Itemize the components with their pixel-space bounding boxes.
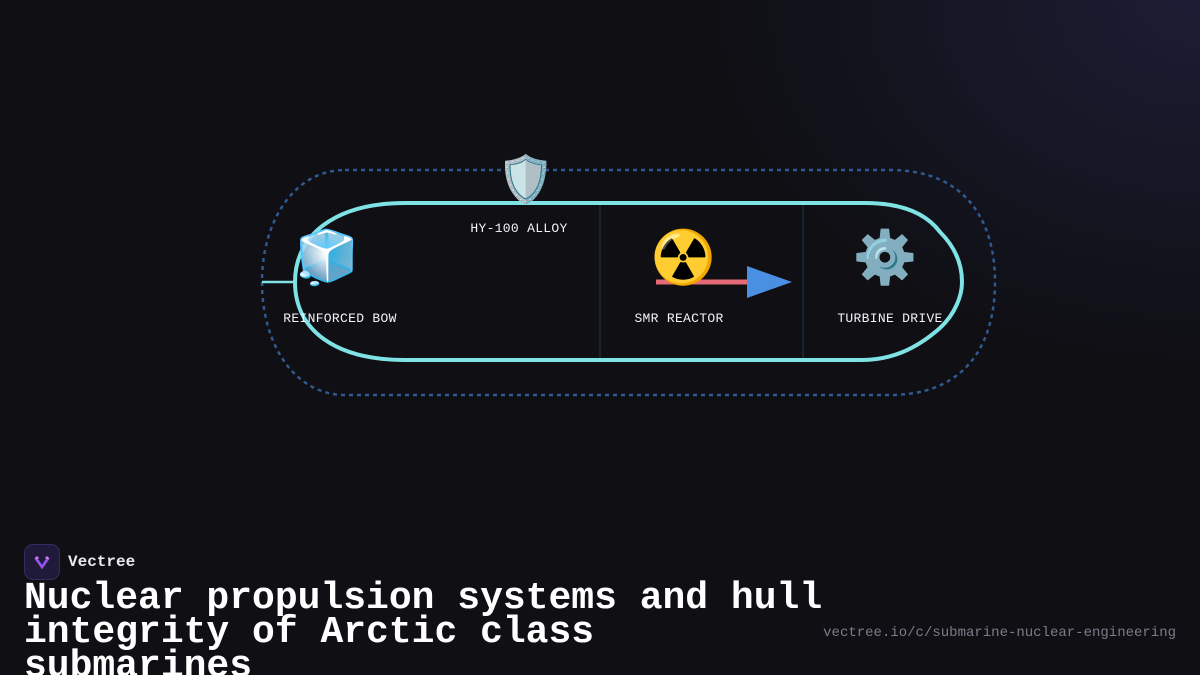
node-label-turbine-drive: TURBINE DRIVE <box>837 311 943 326</box>
vectree-logo-icon <box>24 544 60 580</box>
outer-pressure-hull-outline <box>260 168 997 397</box>
radioactive-icon: ☢️ <box>650 228 716 288</box>
source-url: vectree.io/c/submarine-nuclear-engineeri… <box>823 625 1176 641</box>
node-label-hy100-alloy: HY-100 ALLOY <box>470 221 568 236</box>
node-label-reinforced-bow: REINFORCED BOW <box>283 311 397 326</box>
power-flow-arrowhead <box>747 266 792 298</box>
brand-name: Vectree <box>68 553 136 571</box>
brand: Vectree <box>24 544 135 580</box>
page-title: Nuclear propulsion systems and hull inte… <box>24 577 823 675</box>
node-label-smr-reactor: SMR REACTOR <box>634 311 724 326</box>
inner-hull-outline <box>292 201 965 362</box>
gear-icon: ⚙️ <box>852 228 918 288</box>
ice-cube-icon: 🧊 <box>294 228 360 288</box>
shield-icon: 🛡️ <box>497 152 555 206</box>
